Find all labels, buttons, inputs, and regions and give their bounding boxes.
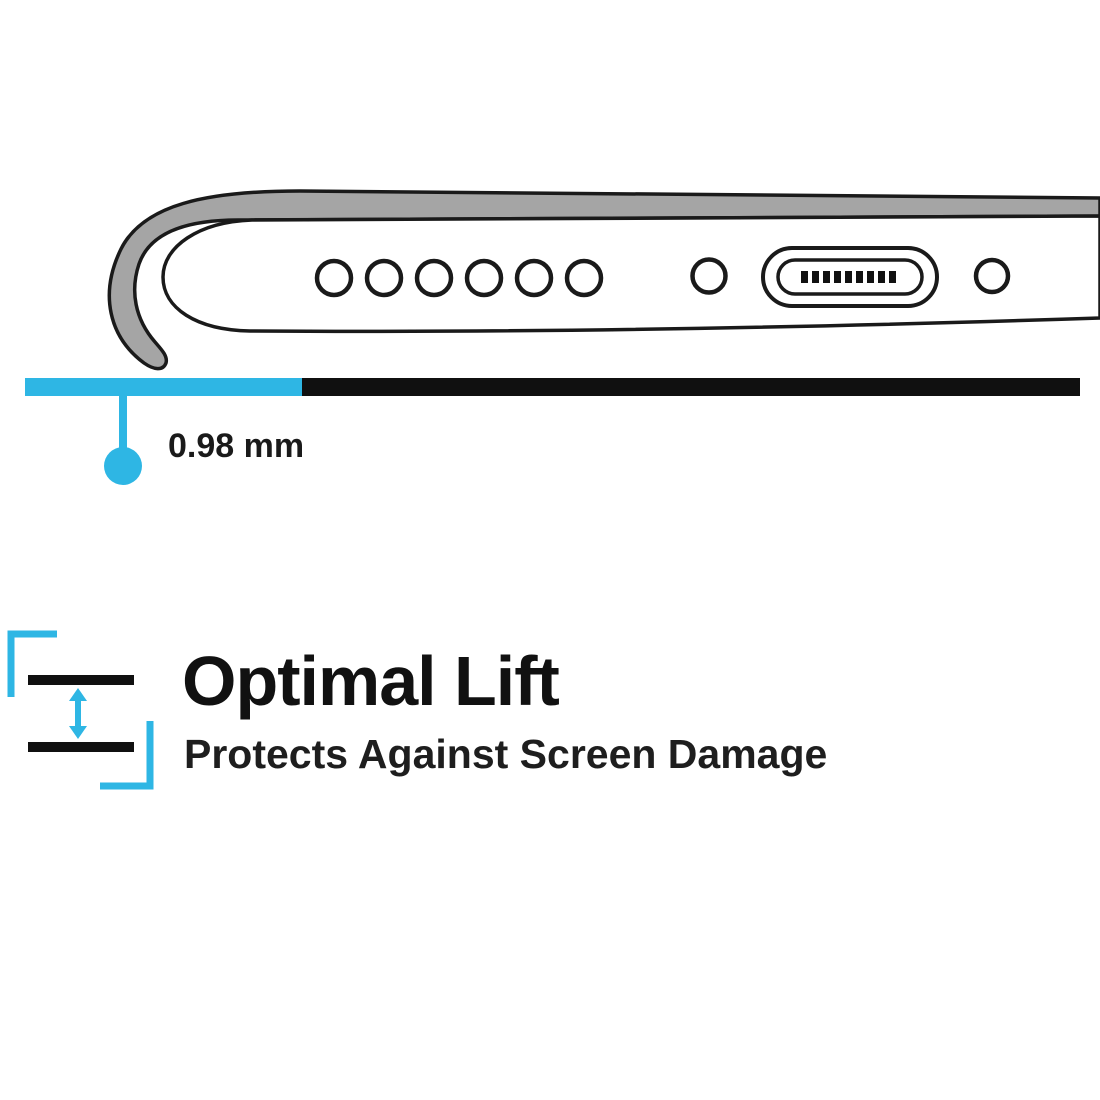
lift-gap-highlight-bar xyxy=(25,378,302,396)
arrow-head-up xyxy=(69,688,87,701)
case-lip-shape xyxy=(107,189,1100,371)
lift-gap-icon xyxy=(7,630,154,790)
phone-bottom-illustration xyxy=(107,189,1100,371)
speaker-hole xyxy=(514,258,554,298)
feature-title: Optimal Lift xyxy=(182,642,560,720)
speaker-hole xyxy=(414,258,454,298)
mic-hole-left xyxy=(690,257,728,295)
speaker-hole xyxy=(464,258,504,298)
phone-body xyxy=(161,214,1100,334)
charging-port-pins xyxy=(801,271,896,283)
measurement-pointer-dot xyxy=(104,447,142,485)
speaker-hole xyxy=(564,258,604,298)
surface-bar xyxy=(302,378,1080,396)
icon-upper-line xyxy=(28,675,134,685)
mic-hole-right xyxy=(973,257,1011,295)
bracket-bottom-right xyxy=(100,721,154,790)
icon-lower-line xyxy=(28,742,134,752)
speaker-hole xyxy=(314,258,354,298)
feature-subtitle: Protects Against Screen Damage xyxy=(184,731,828,777)
bracket-top-left xyxy=(7,630,57,697)
measurement-label: 0.98 mm xyxy=(168,427,305,465)
charging-port xyxy=(761,246,939,308)
lift-measurement xyxy=(25,378,1080,485)
speaker-hole xyxy=(364,258,404,298)
measurement-pointer-line xyxy=(119,396,127,448)
arrow-head-down xyxy=(69,726,87,739)
speaker-holes xyxy=(314,258,604,298)
